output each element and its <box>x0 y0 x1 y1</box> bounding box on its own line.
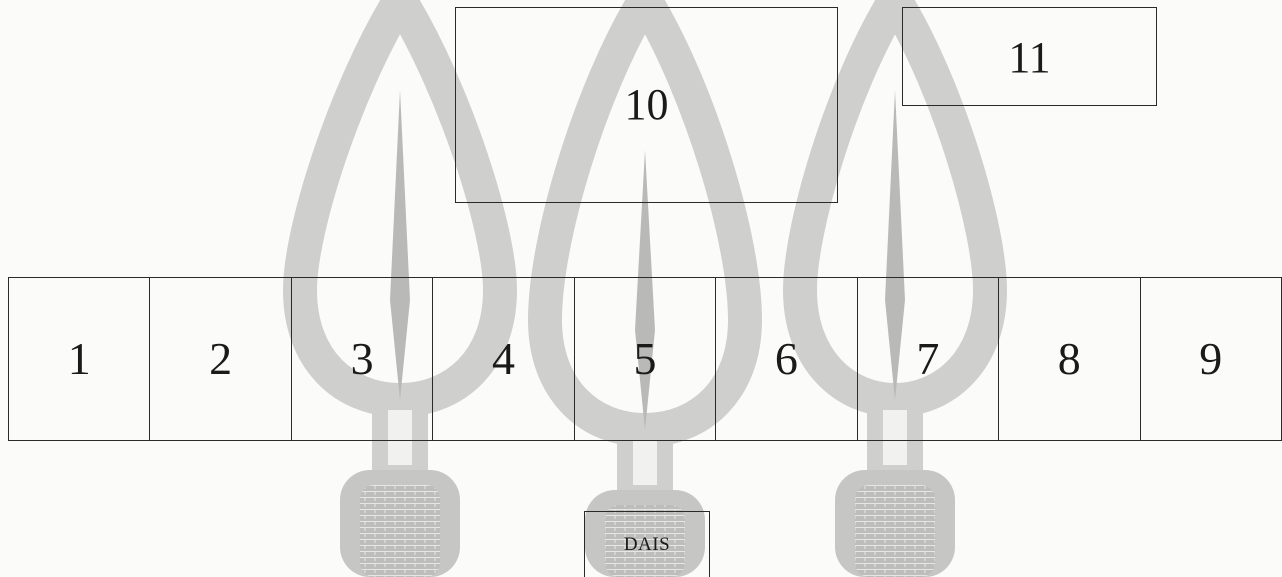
cell-6: 6 <box>716 278 857 440</box>
box-11-label: 11 <box>1008 36 1050 80</box>
cell-8: 8 <box>999 278 1140 440</box>
dais-box: DAIS <box>584 511 710 577</box>
cell-4: 4 <box>433 278 574 440</box>
box-10: 10 <box>455 7 838 203</box>
cell-7: 7 <box>858 278 999 440</box>
numbered-row: 1 2 3 4 5 6 7 8 9 <box>8 277 1282 441</box>
cell-1: 1 <box>9 278 150 440</box>
dais-label: DAIS <box>624 535 670 554</box>
box-11: 11 <box>902 7 1157 106</box>
cell-9: 9 <box>1141 278 1281 440</box>
cell-2: 2 <box>150 278 291 440</box>
box-10-label: 10 <box>625 83 669 127</box>
cell-5: 5 <box>575 278 716 440</box>
cell-3: 3 <box>292 278 433 440</box>
